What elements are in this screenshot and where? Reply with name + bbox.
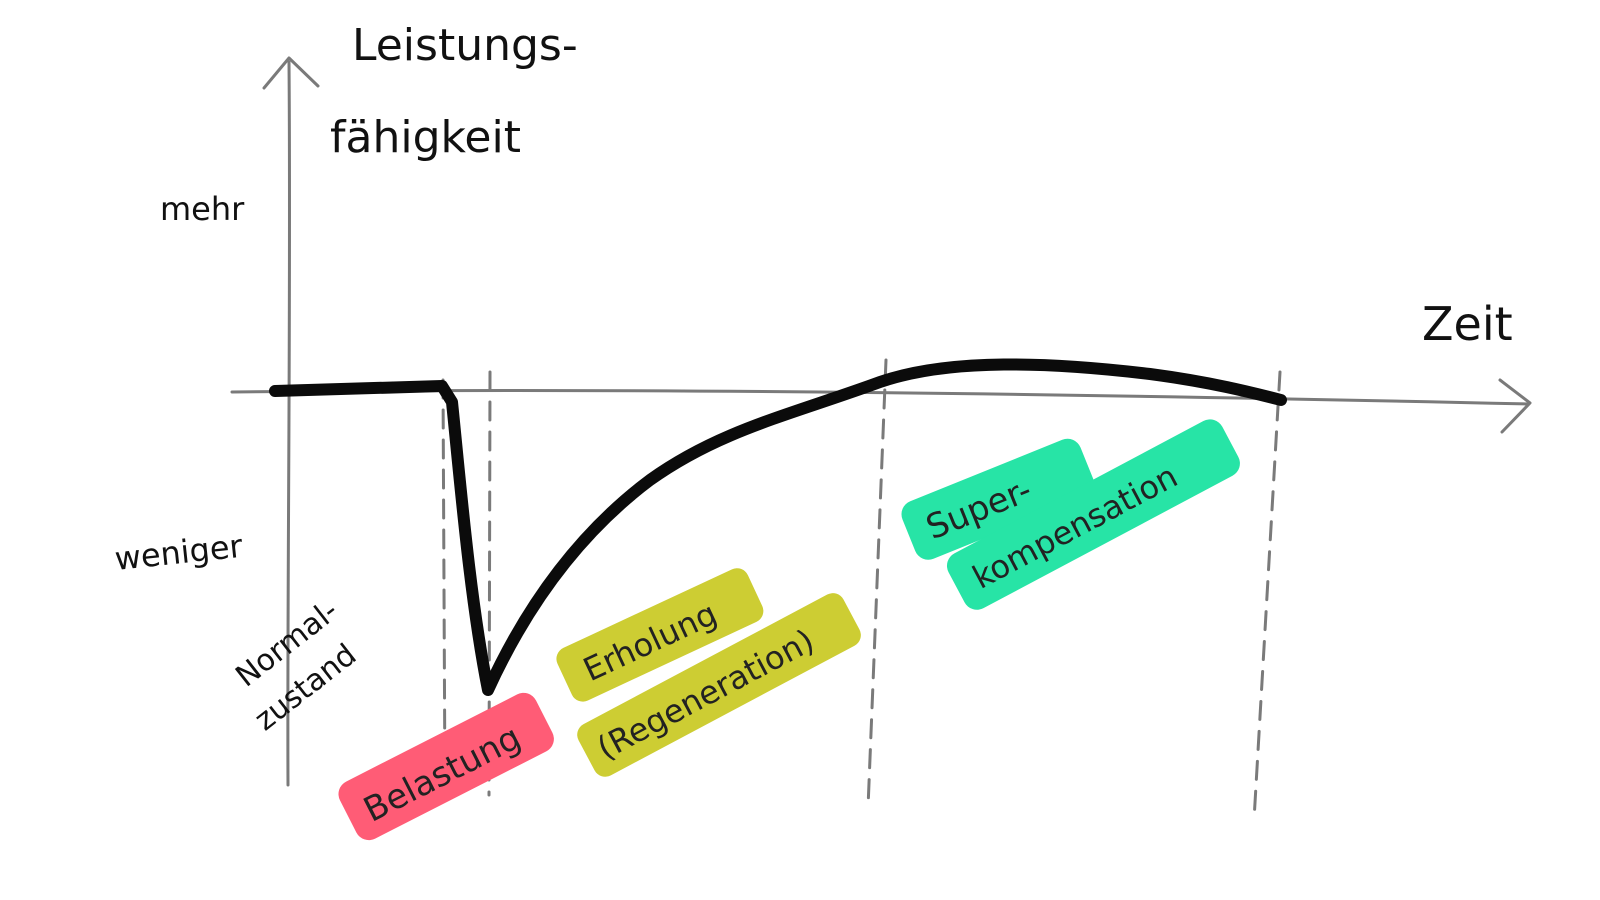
y-axis — [286, 60, 292, 787]
y-axis-arrow-icon — [262, 56, 320, 90]
x-axis-arrow-icon — [1498, 378, 1532, 434]
phase-tag-super-2-bg — [946, 419, 1240, 610]
phase-dividers — [441, 358, 1282, 822]
x-axis-title: Zeit — [1422, 297, 1513, 351]
y-axis-title-line2: fähigkeit — [330, 112, 521, 163]
x-axis — [230, 389, 1530, 406]
divider-load-end — [487, 370, 492, 797]
divider-super-end — [1252, 370, 1282, 822]
y-axis-high-label: mehr — [160, 190, 245, 228]
performance-curve — [269, 358, 1287, 696]
phase-tag-recovery-2-bg — [577, 593, 861, 777]
phase-tag-load-bg — [338, 692, 554, 841]
y-axis-low-label: weniger — [113, 527, 245, 578]
phase-tag-recovery-1-bg — [556, 568, 764, 702]
y-axis-title-line1: Leistungs- — [352, 20, 578, 71]
divider-load-start — [441, 378, 447, 797]
phase-tag-super-1-bg — [901, 438, 1095, 560]
phase-tag-load: Belastung — [338, 692, 554, 841]
divider-recovery-end — [866, 358, 888, 810]
baseline-label: Normal- zustand — [229, 593, 363, 738]
